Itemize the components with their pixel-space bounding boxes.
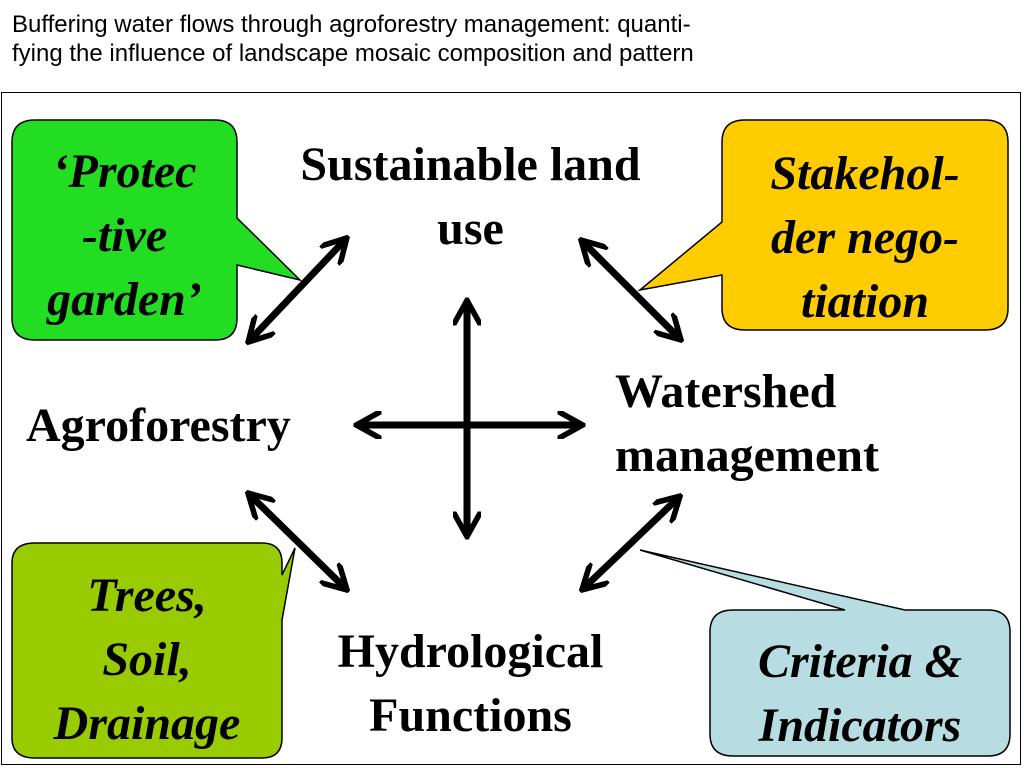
node-hydrological-functions: Hydrological Functions xyxy=(283,620,658,748)
callout-criteria-line-1: Criteria & xyxy=(757,635,963,688)
callout-protective-line-2: -tive xyxy=(81,209,168,262)
callout-stakeholder-line-1: Stakehol- xyxy=(770,147,960,200)
callout-stakeholder-line-2: der nego- xyxy=(771,211,959,264)
callout-trees-line-3: Drainage xyxy=(53,697,241,750)
node-sustainable-line-1: Sustainable land xyxy=(300,138,641,191)
node-sustainable-land-use: Sustainable land use xyxy=(258,133,683,261)
callout-protective-line-1: ‘Protec xyxy=(52,145,197,198)
callout-protective-garden-bubble xyxy=(11,119,303,341)
node-watershed-line-1: Watershed xyxy=(615,365,837,418)
arrow-watershed-hydrological xyxy=(586,500,676,586)
node-agroforestry: Agroforestry xyxy=(26,399,291,452)
callout-protective-line-3: garden’ xyxy=(47,273,202,326)
callout-criteria-line-2: Indicators xyxy=(758,699,962,752)
callout-stakeholder-text: Stakehol- der nego- tiation xyxy=(722,142,1008,334)
node-hydrological-line-2: Functions xyxy=(369,689,572,742)
callout-stakeholder-line-3: tiation xyxy=(800,275,930,328)
node-hydrological-line-1: Hydrological xyxy=(337,625,604,678)
callout-trees-line-2: Soil, xyxy=(102,633,192,686)
arrow-sustainable-agroforestry xyxy=(252,242,343,338)
arrow-agroforestry-hydrological xyxy=(252,497,343,586)
slide-title-line-2: fying the influence of landscape mosaic … xyxy=(12,40,694,67)
callout-criteria-bubble xyxy=(639,549,1011,757)
node-watershed-line-2: management xyxy=(615,429,879,482)
arrow-sustainable-watershed xyxy=(585,244,677,336)
callout-protective-garden-text: ‘Protec -tive garden’ xyxy=(12,140,237,332)
slide-title: Buffering water flows through agroforest… xyxy=(12,10,1012,68)
slide-title-line-1: Buffering water flows through agroforest… xyxy=(12,11,691,38)
node-sustainable-line-2: use xyxy=(437,202,504,255)
callout-trees-soil-text: Trees, Soil, Drainage xyxy=(12,564,282,756)
node-watershed-management: Watershed management xyxy=(615,360,995,488)
callout-trees-line-1: Trees, xyxy=(87,569,207,622)
callout-stakeholder-bubble xyxy=(637,119,1009,331)
callout-criteria-text: Criteria & Indicators xyxy=(710,630,1010,758)
diagram-frame xyxy=(1,92,1021,765)
